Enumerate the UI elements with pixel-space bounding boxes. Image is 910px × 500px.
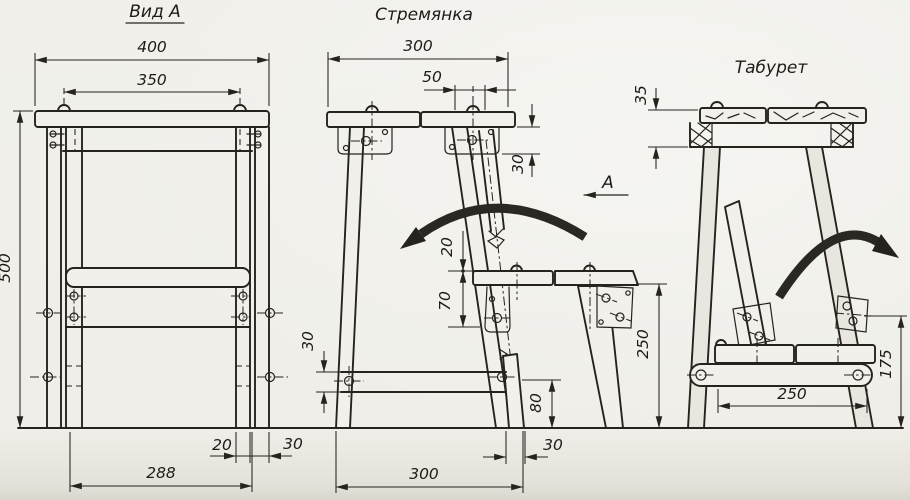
dim-seat-width-label: 300 [403,37,433,55]
seat-slat-folded [699,107,767,124]
dim-base-span-open: 300 [335,431,524,493]
section-hatch [689,122,854,148]
dim-seat-thickness-folded-label: 35 [632,85,650,105]
front-leg [335,126,365,429]
step-slat [472,270,554,286]
dim-dowel-spacing: 350 [63,71,241,104]
swing-leg-folded [724,200,767,350]
view-a-label: А [601,173,614,193]
step-slat [554,270,639,286]
stretcher-rail [334,366,517,397]
dim-base-span-folded-label: 250 [777,385,807,403]
dim-stretcher-height: 80 [522,379,561,428]
seat-slat-front [420,111,516,128]
folded-step-assembly [687,338,876,387]
apron-bracket-left [337,127,393,155]
dim-pivot-height: 175 [864,315,907,428]
folded-side-view: Табурет [632,58,907,429]
dim-pivot-height-label: 175 [877,349,895,379]
dim-leg-inner-label: 20 [212,436,232,454]
seat-dowel-right [233,104,247,112]
fold-direction-arrow [400,203,588,249]
seat-dowel-left [57,104,71,112]
step-bracket-left [484,286,511,333]
pivot-bolts-lower [30,365,288,387]
front-view-title: Вид А [129,2,181,22]
seat-board-front [34,110,270,128]
dim-leg-bottom-width-label: 30 [543,436,563,454]
dim-stretcher-width-label: 30 [299,331,317,351]
dim-step-nose-label: 20 [438,237,456,257]
dim-leg-widths: 20 30 [210,432,303,463]
dim-dowel-spacing-label: 350 [137,71,167,89]
dim-overall-width: 400 [34,38,270,106]
dim-dowel-offset: 50 [422,68,516,110]
apron-folded [689,122,854,148]
dim-overall-height: 500 [0,110,33,428]
dim-step-height: 250 [634,283,667,428]
pivot-bolts-upper [36,307,283,319]
seat-dowel [815,101,829,109]
dim-base-inner-span: 288 [69,432,253,492]
dim-seat-thickness-folded: 35 [632,85,698,169]
dim-seat-thickness-label: 30 [509,154,527,174]
dim-leg-bottom-width: 30 [483,431,563,464]
front-view: Вид А 400 350 500 [0,2,303,492]
dim-overall-height-label: 500 [0,253,14,283]
view-a-arrow: А [583,173,629,199]
seat-slat-rear [326,111,421,128]
folded-view-title: Табурет [735,58,809,78]
dim-step-height-label: 250 [634,329,652,359]
seat-slat-folded [767,107,867,124]
wood-grain [705,111,859,121]
apron-bracket-right-pivot [444,127,500,155]
dim-seat-thickness: 30 [502,104,540,177]
swing-leg-bracket [732,302,776,348]
dim-overall-width-label: 400 [137,38,167,56]
seat-dowel [710,101,724,109]
dim-step-nose: 20 [438,231,467,273]
dim-seat-width: 300 [327,37,509,107]
dim-stretcher-height-label: 80 [527,393,545,413]
open-side-view: Стремянка 300 50 [299,5,667,493]
dim-stretcher-width: 30 [299,331,341,413]
step-unit [472,262,639,429]
apron-screws [49,130,262,149]
dim-leg-outer-label: 30 [283,435,303,453]
dim-base-span-folded: 250 [717,385,868,413]
dim-base-inner-span-label: 288 [146,464,176,482]
dim-base-span-open-label: 300 [409,465,439,483]
step-board-front [65,267,251,288]
dim-dowel-offset-label: 50 [422,68,442,86]
step-plate-right [595,285,634,329]
dim-step-depth: 70 [436,270,480,328]
fold-direction-arrow-stool [775,230,899,300]
open-view-title: Стремянка [375,5,473,25]
step-screws [66,289,251,325]
dim-step-depth-label: 70 [436,291,454,311]
